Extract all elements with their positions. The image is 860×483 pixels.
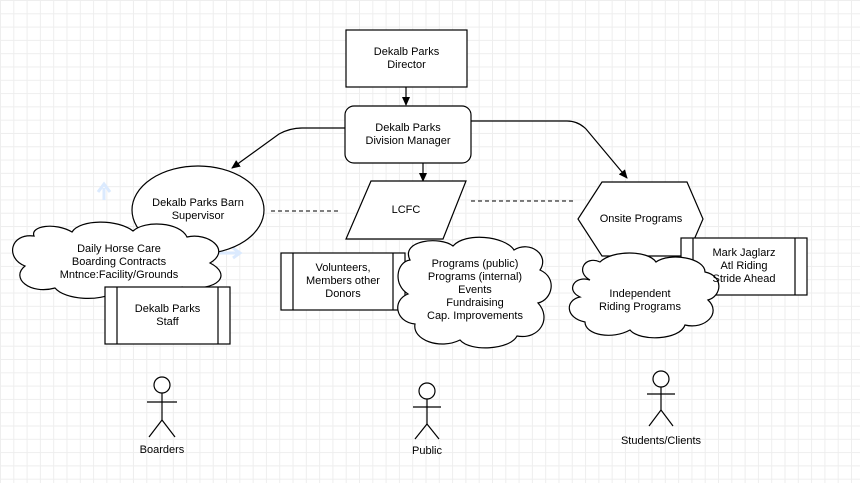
daily-horse-care-cloud [12, 221, 222, 300]
volunteers-box [280, 252, 406, 311]
programs-cloud [397, 236, 552, 349]
boarders-label: Boarders [139, 444, 185, 456]
parks-staff-box [104, 286, 231, 345]
director-label: Dekalb Parks Director [373, 45, 440, 71]
students-actor-icon [647, 370, 675, 427]
faint-up-arrow-icon [96, 181, 112, 200]
parks-staff-label: Dekalb Parks Staff [134, 302, 201, 328]
daily-horse-care-label: Daily Horse Care Boarding Contracts Mntn… [59, 242, 179, 281]
barn-supervisor-label: Dekalb Parks Barn Supervisor [152, 197, 244, 222]
independent-riding-label: Independent Riding Programs [599, 288, 681, 313]
faint-right-arrow-icon [218, 246, 243, 260]
lcfc-parallelogram [345, 180, 467, 240]
connector-manager-to-barn [231, 127, 345, 169]
volunteers-label: Volunteers, Members other Donors [306, 262, 380, 300]
programs-cloud-label: Programs (public) Programs (internal) Ev… [427, 257, 523, 322]
students-label: Students/Clients [620, 435, 702, 447]
independent-riding-cloud [568, 252, 720, 339]
public-actor-icon [413, 382, 441, 440]
public-label: Public [412, 445, 442, 457]
onsite-programs-label: Onsite Programs [599, 212, 683, 225]
director-box [345, 29, 468, 88]
division-manager-label: Dekalb Parks Division Manager [365, 121, 451, 147]
mark-jaglarz-label: Mark Jaglarz Atl Riding Stride Ahead [712, 247, 776, 285]
boarders-actor-icon [147, 376, 177, 438]
lcfc-label: LCFC [391, 203, 421, 216]
division-manager-box [344, 105, 472, 164]
connector-manager-to-onsite [470, 120, 628, 179]
